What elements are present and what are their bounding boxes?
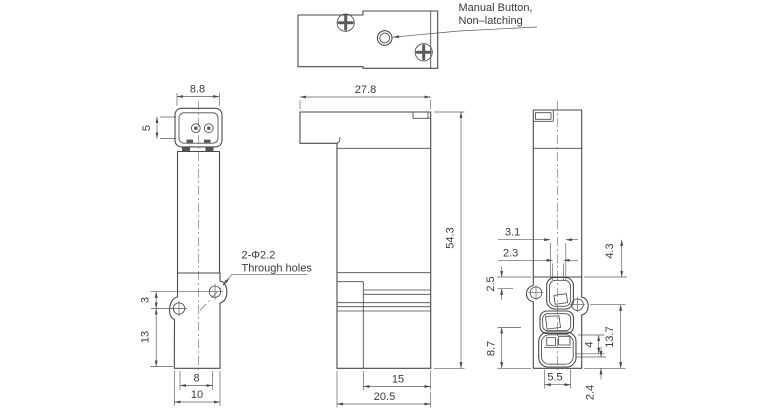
dim-8: 8 <box>193 373 199 385</box>
connector-pin-icon <box>203 123 214 134</box>
dim-8-8: 8.8 <box>190 84 205 96</box>
connector-tab <box>204 139 211 143</box>
cap-outline <box>532 109 583 149</box>
dim-13-7: 13.7 <box>604 326 616 347</box>
top-slot <box>412 112 431 119</box>
dim-13: 13 <box>140 331 152 343</box>
dim-4: 4 <box>584 341 596 347</box>
ext-lines-27-8 <box>299 100 432 109</box>
ext-lines-54-3 <box>434 111 465 369</box>
manual-button-circle <box>376 30 393 46</box>
manual-button-leader-line <box>392 26 538 39</box>
port-top <box>546 276 574 310</box>
manual-button-label-line1: Manual Button, <box>459 2 533 14</box>
dim-20-5: 20.5 <box>374 391 395 403</box>
top-view-body-right <box>362 10 439 69</box>
ext-lines-5 <box>160 116 176 139</box>
front-view: 27.8 54.3 15 20.5 <box>299 84 465 408</box>
dim-2-5: 2.5 <box>485 276 497 291</box>
dim-2-4: 2.4 <box>585 385 597 400</box>
dim-10: 10 <box>191 389 203 401</box>
ext-lines-2-5 <box>497 276 531 290</box>
through-hole-icon <box>207 283 223 300</box>
gasket-hole-icon <box>570 297 585 313</box>
phillips-screw-icon <box>336 13 355 32</box>
housing-foot-tab <box>182 147 190 152</box>
connector-housing-outer <box>174 107 223 148</box>
through-hole-icon <box>171 300 187 317</box>
dim-8-7: 8.7 <box>486 341 498 356</box>
port-bottom <box>538 331 577 368</box>
body-sides <box>176 150 221 274</box>
phillips-screw-icon <box>414 43 433 62</box>
left-view: 8.8 5 3 13 8 10 2-Φ2.2 Through holes <box>140 84 313 406</box>
ext-lines-10 <box>173 371 221 406</box>
step-fillet <box>337 136 341 144</box>
dim-5: 5 <box>141 125 153 131</box>
top-slot <box>533 110 554 122</box>
ext-lines-8-7 <box>497 327 531 369</box>
base-grooves <box>337 289 431 312</box>
connector-tab <box>186 139 193 143</box>
top-view-body-left <box>297 14 364 68</box>
port-middle <box>539 310 575 335</box>
hole-axis-centerline <box>199 278 230 311</box>
front-outline <box>299 111 432 369</box>
connector-housing-inner <box>178 112 219 144</box>
through-holes-label-line2: Through holes <box>242 262 313 274</box>
dim-2-3: 2.3 <box>503 248 518 260</box>
top-view: Manual Button, Non–latching <box>297 2 538 69</box>
through-holes-leader-line <box>222 273 308 286</box>
gasket-outline <box>525 276 589 369</box>
dim-3-1: 3.1 <box>505 227 520 239</box>
dim-54-3: 54.3 <box>445 227 457 248</box>
connector-pin-icon <box>190 123 201 134</box>
gasket-hole-icon <box>528 285 544 301</box>
dim-5-5: 5.5 <box>547 372 562 384</box>
right-view: 3.1 2.3 4.3 2.5 8.7 13.7 4 5.5 2.4 <box>485 101 627 400</box>
dim-15: 15 <box>392 374 404 386</box>
through-holes-label-line1: 2-Φ2.2 <box>242 250 276 262</box>
dim-27-8: 27.8 <box>355 84 376 96</box>
ext-lines-3 <box>151 291 208 309</box>
top-slot-inner <box>535 112 552 120</box>
ext-lines-slots <box>549 243 567 280</box>
dim-3: 3 <box>140 297 152 303</box>
manual-button-label-line2: Non–latching <box>459 15 523 27</box>
base-step <box>337 281 364 369</box>
housing-foot-tab <box>205 147 214 152</box>
dim-4-3: 4.3 <box>604 243 616 258</box>
